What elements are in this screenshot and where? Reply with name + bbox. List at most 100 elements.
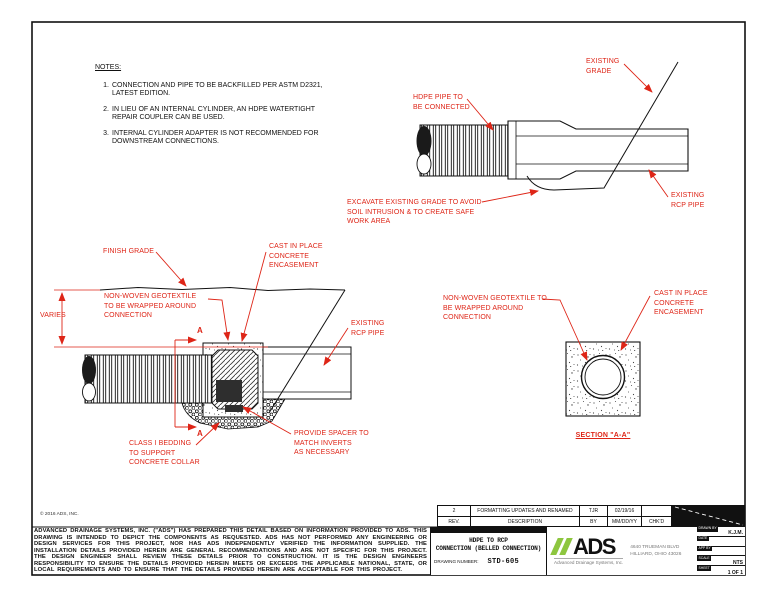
label-line: CONCRETE COLLAR bbox=[129, 459, 200, 466]
label-geotextile-left: NON-WOVEN GEOTEXTILE TO BE WRAPPED AROUN… bbox=[104, 292, 196, 321]
label-line: SOIL INTRUSION & TO CREATE SAFE bbox=[347, 208, 475, 216]
header-description: DESCRIPTION bbox=[471, 517, 580, 527]
info-value: 1 OF 1 bbox=[727, 569, 743, 576]
revision-number: 2 bbox=[438, 506, 471, 516]
sheet-border bbox=[31, 21, 746, 576]
label-line: RCP PIPE bbox=[671, 201, 705, 209]
note-number: 1. bbox=[103, 82, 109, 89]
section-cut-letter-top: A bbox=[197, 326, 203, 335]
company-address: 4640 TRUEMAN BLVD HILLIARD, OHIO 43026 bbox=[630, 544, 681, 558]
revision-table: 2 FORMATTING UPDATES AND RENAMED TJR 02/… bbox=[437, 505, 672, 527]
label-excavate: EXCAVATE EXISTING GRADE TO AVOID SOIL IN… bbox=[347, 198, 482, 227]
connection-detail-drawing bbox=[82, 286, 352, 430]
info-label: SCALE bbox=[697, 555, 712, 561]
label-line: TO BE WRAPPED AROUND bbox=[104, 302, 197, 310]
label-line: PROVIDE SPACER TO bbox=[294, 430, 369, 437]
title-block-top-bar bbox=[431, 527, 546, 533]
note-line: IN LIEU OF AN INTERNAL CYLINDER, AN HDPE… bbox=[112, 106, 316, 113]
note-number: 3. bbox=[103, 130, 109, 137]
label-line: EXCAVATE EXISTING GRADE TO AVOID bbox=[347, 199, 482, 206]
label-cast-in-place-left: CAST IN PLACE CONCRETE ENCASEMENT bbox=[269, 242, 323, 271]
label-line: BE WRAPPED AROUND bbox=[443, 304, 524, 312]
revision-header-row: REV. DESCRIPTION BY MM/DD/YY CHK'D bbox=[438, 516, 671, 527]
drawing-title-line2: CONNECTION (BELLED CONNECTION) bbox=[435, 544, 542, 552]
note-text: INTERNAL CYLINDER ADAPTER IS NOT RECOMME… bbox=[112, 130, 319, 146]
copyright-text: © 2016 ADS, INC. bbox=[40, 512, 79, 517]
ads-logo-mark: ADS bbox=[550, 534, 623, 559]
note-text: CONNECTION AND PIPE TO BE BACKFILLED PER… bbox=[112, 82, 323, 98]
label-line: VARIES bbox=[40, 312, 66, 319]
label-existing-rcp-left: EXISTING RCP PIPE bbox=[351, 319, 384, 338]
revision-chkd bbox=[642, 506, 671, 516]
header-by: BY bbox=[580, 517, 608, 527]
note-line: LATEST EDITION. bbox=[112, 90, 171, 97]
header-rev: REV. bbox=[438, 517, 471, 527]
drawing-number-label: DRAWING NUMBER: bbox=[434, 559, 479, 565]
label-finish-grade: FINISH GRADE bbox=[103, 247, 154, 257]
drawing-title-line1: HDPE TO RCP bbox=[469, 537, 508, 544]
label-line: CONCRETE bbox=[654, 299, 695, 307]
revision-by: TJR bbox=[580, 506, 608, 516]
info-label: DATE bbox=[697, 536, 709, 542]
section-aa-drawing bbox=[565, 341, 641, 417]
label-line: CONCRETE bbox=[269, 252, 310, 260]
label-line: GRADE bbox=[586, 67, 612, 75]
label-line: BE CONNECTED bbox=[413, 103, 470, 111]
info-row-drawn-by: DRAWN BY K.J.M. bbox=[697, 527, 745, 537]
note-item: 2. IN LIEU OF AN INTERNAL CYLINDER, AN H… bbox=[95, 106, 323, 122]
label-line: CAST IN PLACE bbox=[654, 290, 708, 297]
label-geotextile-right: NON-WOVEN GEOTEXTILE TO BE WRAPPED AROUN… bbox=[443, 294, 547, 323]
header-date: MM/DD/YY bbox=[608, 517, 642, 527]
label-line: CONNECTION bbox=[104, 312, 153, 319]
drawing-number: STD-605 bbox=[487, 558, 520, 567]
note-number: 2. bbox=[103, 106, 109, 113]
note-line: DOWNSTREAM CONNECTIONS. bbox=[112, 138, 219, 145]
note-item: 3. INTERNAL CYLINDER ADAPTER IS NOT RECO… bbox=[95, 130, 323, 146]
drawing-number-row: DRAWING NUMBER: STD-605 bbox=[431, 558, 546, 566]
label-spacer: PROVIDE SPACER TO MATCH INVERTS AS NECES… bbox=[294, 429, 369, 458]
sheet-info-block: DRAWN BY K.J.M. DATE APP BY SCALE NTS SH… bbox=[697, 527, 745, 576]
label-hdpe-pipe: HDPE PIPE TO BE CONNECTED bbox=[413, 93, 470, 112]
label-line: FINISH GRADE bbox=[103, 248, 154, 255]
label-line: CAST IN PLACE bbox=[269, 243, 323, 250]
label-line: CLASS I BEDDING bbox=[129, 440, 192, 447]
elevation-drawing bbox=[416, 61, 689, 191]
section-cut-letter-bottom: A bbox=[197, 429, 203, 438]
ads-logo: ADS Advanced Drainage Systems, Inc. bbox=[550, 534, 624, 565]
logo-block: ADS Advanced Drainage Systems, Inc. 4640… bbox=[547, 527, 697, 575]
label-line: WORK AREA bbox=[347, 218, 391, 225]
label-line: NON-WOVEN GEOTEXTILE TO bbox=[443, 295, 547, 302]
logo-wordmark: ADS bbox=[573, 534, 616, 559]
label-line: RCP PIPE bbox=[351, 329, 385, 337]
revision-strip-filler bbox=[672, 505, 745, 527]
note-text: IN LIEU OF AN INTERNAL CYLINDER, AN HDPE… bbox=[112, 106, 315, 122]
address-line: 4640 TRUEMAN BLVD bbox=[630, 545, 680, 550]
label-line: ENCASEMENT bbox=[654, 309, 704, 316]
revision-date: 02/19/16 bbox=[608, 506, 642, 516]
label-line: HDPE PIPE TO bbox=[413, 94, 463, 101]
info-row-sheet: SHEET 1 OF 1 bbox=[697, 565, 745, 576]
label-class-bedding: CLASS I BEDDING TO SUPPORT CONCRETE COLL… bbox=[129, 439, 200, 468]
revision-description: FORMATTING UPDATES AND RENAMED bbox=[471, 506, 580, 516]
info-value: NTS bbox=[733, 559, 743, 566]
label-line: AS NECESSARY bbox=[294, 449, 350, 456]
label-line: MATCH INVERTS bbox=[294, 439, 352, 447]
note-line: INTERNAL CYLINDER ADAPTER IS NOT RECOMME… bbox=[112, 130, 319, 137]
info-value: K.J.M. bbox=[728, 530, 743, 537]
note-line: CONNECTION AND PIPE TO BE BACKFILLED PER… bbox=[112, 82, 323, 89]
header-chkd: CHK'D bbox=[648, 519, 665, 525]
notes-heading: NOTES: bbox=[95, 64, 122, 71]
note-item: 1. CONNECTION AND PIPE TO BE BACKFILLED … bbox=[95, 82, 323, 98]
label-line: TO SUPPORT bbox=[129, 449, 176, 457]
label-varies: VARIES bbox=[40, 311, 66, 321]
info-label: APP BY bbox=[697, 545, 713, 552]
address-line: HILLIARD, OHIO 43026 bbox=[630, 552, 682, 557]
info-label: DRAWN BY bbox=[697, 526, 719, 532]
title-block: HDPE TO RCP CONNECTION (BELLED CONNECTIO… bbox=[430, 527, 547, 575]
label-existing-rcp-top: EXISTING RCP PIPE bbox=[671, 191, 704, 210]
disclaimer-text: ADVANCED DRAINAGE SYSTEMS, INC. ("ADS") … bbox=[34, 528, 427, 573]
notes-block: NOTES: 1. CONNECTION AND PIPE TO BE BACK… bbox=[95, 64, 323, 154]
info-label: SHEET bbox=[697, 565, 712, 571]
